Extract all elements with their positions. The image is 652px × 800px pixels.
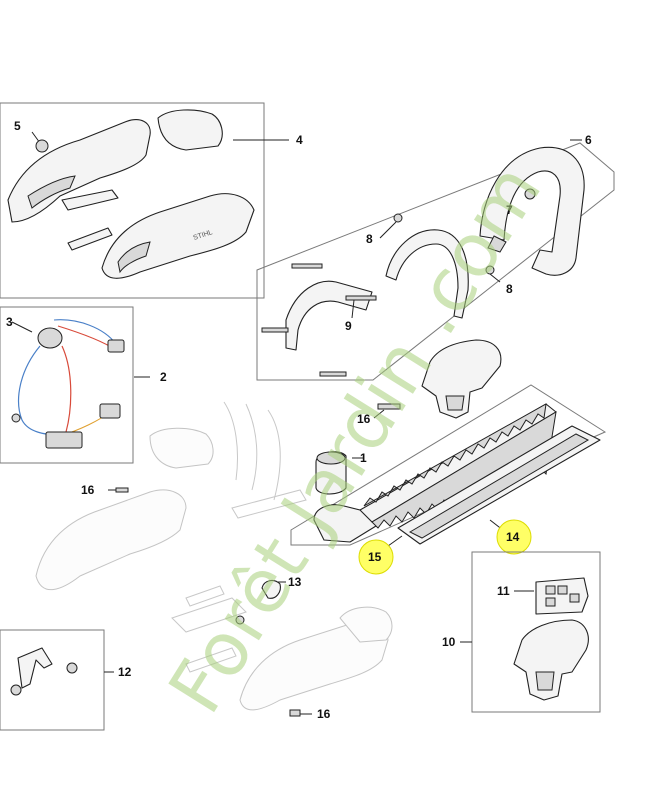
callout-10: 10 <box>442 635 456 649</box>
callout-9: 9 <box>345 319 352 333</box>
callout-1: 1 <box>360 451 367 465</box>
highlight-circle-15 <box>358 539 394 575</box>
callout-14: 14 <box>506 530 520 544</box>
callout-11: 11 <box>497 584 510 598</box>
housing-box: STIHL <box>0 102 289 299</box>
screw-16 <box>373 403 401 419</box>
wiring-box <box>0 306 150 464</box>
highlight-callout-14: 14 <box>496 519 532 555</box>
callout-3: 3 <box>6 315 13 329</box>
callout-6: 6 <box>585 133 592 147</box>
ghost-assembly <box>35 401 393 717</box>
callout-7: 7 <box>506 203 513 217</box>
callout-8-upper: 8 <box>366 232 373 246</box>
callout-13: 13 <box>288 575 302 589</box>
part-13 <box>235 579 286 625</box>
callout-8-lower: 8 <box>506 282 513 296</box>
blade-assembly <box>290 384 607 547</box>
callout-16-middle: 16 <box>357 412 371 426</box>
hand-guard-box <box>460 551 601 713</box>
callout-12: 12 <box>118 665 132 679</box>
callout-16-left: 16 <box>81 483 95 497</box>
callout-4: 4 <box>296 133 303 147</box>
highlight-circle-14 <box>496 519 532 555</box>
handle-box <box>256 139 615 381</box>
callout-5: 5 <box>14 119 21 133</box>
bracket-box <box>0 629 114 731</box>
callout-15: 15 <box>368 550 382 564</box>
callout-2: 2 <box>160 370 167 384</box>
callout-16-bottom: 16 <box>317 707 331 721</box>
hand-guard <box>421 339 502 419</box>
highlight-callout-15: 15 <box>358 539 394 575</box>
